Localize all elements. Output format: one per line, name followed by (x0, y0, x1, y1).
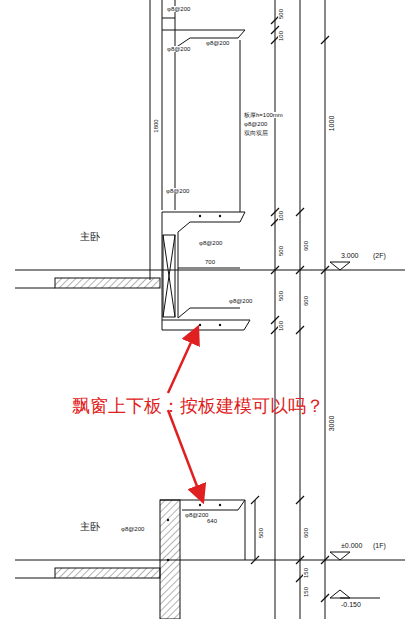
annotation-text: 板厚h=100mm (243, 112, 284, 118)
dimension-text: 500 (258, 527, 264, 539)
annotation-text: φ8@200 (165, 188, 190, 194)
annotation-text: 700 (204, 259, 216, 265)
dimension-text: 100 (278, 320, 284, 332)
annotation-text: 640 (206, 518, 218, 524)
annotation-text: φ8@200 (166, 46, 191, 52)
dimension-text: 1000 (328, 115, 335, 133)
annotation-text: 3.000 (340, 252, 360, 259)
dimension-text: 150 (303, 567, 309, 579)
annotation-text: φ8@200 (228, 298, 253, 304)
dimension-text: 500 (278, 8, 284, 20)
dimension-text: 600 (303, 527, 309, 539)
annotation-text: φ8@200 (198, 240, 223, 246)
annotation-text: 主卧 (80, 522, 100, 532)
dimension-text: 100 (278, 30, 284, 42)
dimension-text: 3000 (328, 415, 335, 433)
dimension-text: 500 (278, 290, 284, 302)
dimension-text: 150 (303, 586, 309, 598)
annotation-text: φ8@200 (120, 526, 145, 532)
annotation-text: 主卧 (80, 232, 100, 242)
dimension-text: 600 (303, 295, 309, 307)
annotation-text: φ8@200 (205, 40, 230, 46)
dimension-text: 500 (278, 245, 284, 257)
dimension-text: 600 (303, 240, 309, 252)
dimension-text: 100 (278, 210, 284, 222)
annotation-text: (2F) (372, 252, 387, 259)
annotation-text: -0.150 (340, 601, 362, 608)
dimension-text: 1800 (153, 118, 159, 133)
question-note: 飘窗上下板：按板建模可以吗？ (72, 397, 324, 415)
annotation-text: φ8@200 (166, 6, 191, 12)
annotation-text: φ8@200 (243, 121, 268, 127)
annotation-text: 双向双层 (243, 130, 269, 136)
annotation-text: ±0.000 (340, 542, 363, 549)
annotation-text: (1F) (372, 542, 387, 549)
